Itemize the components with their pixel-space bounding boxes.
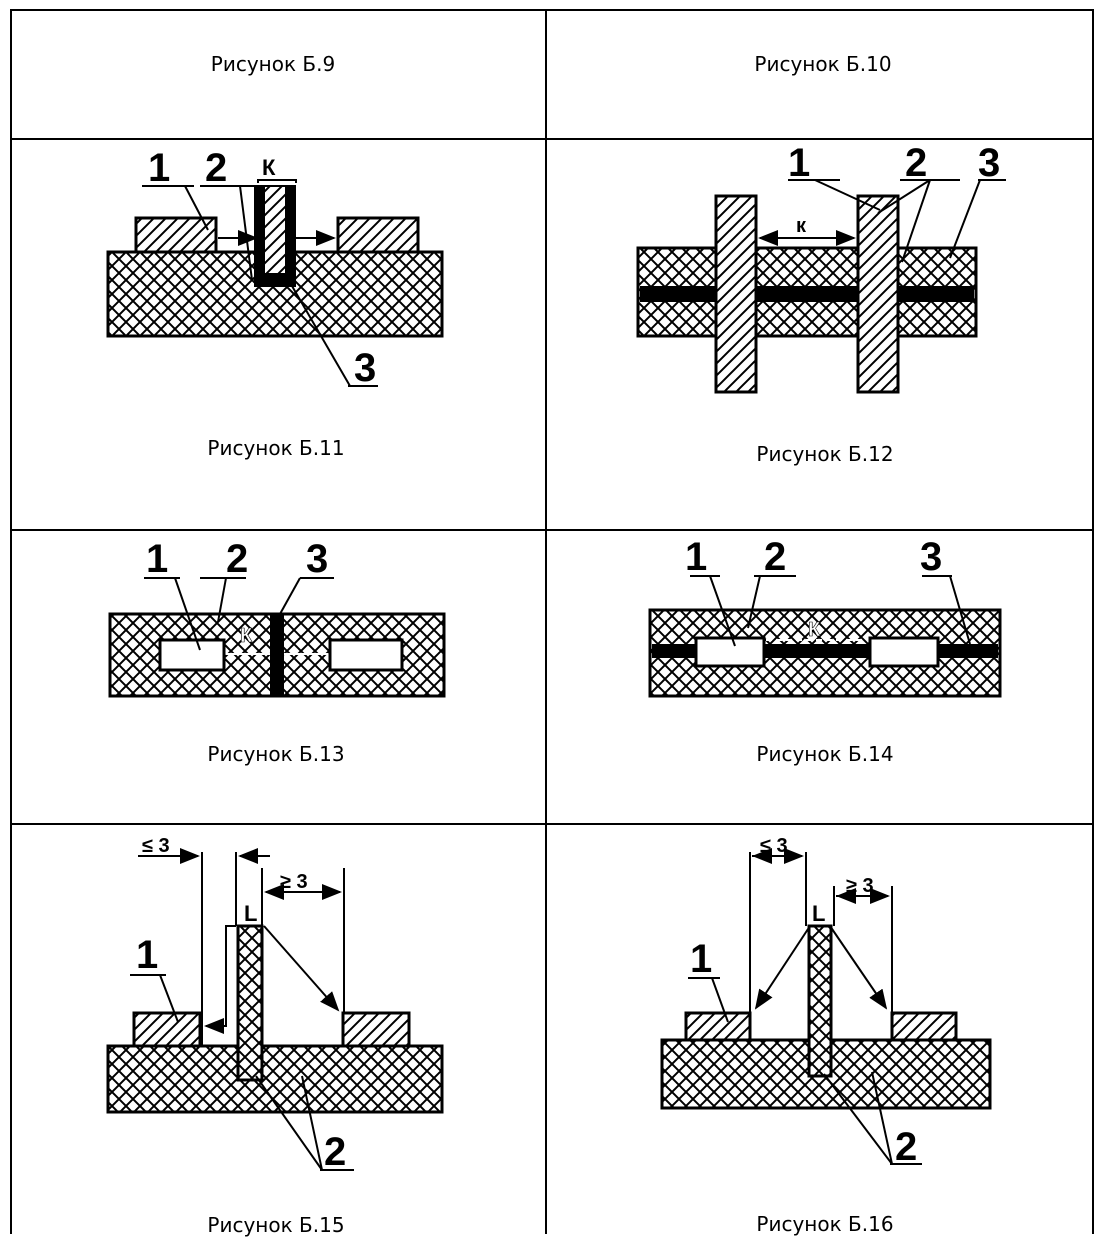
- fig16-label-2: 2: [895, 1125, 917, 1169]
- fig13-label-k: К: [240, 625, 253, 647]
- table-border-left: [10, 9, 12, 1234]
- fig11-label-k: К: [262, 155, 276, 180]
- caption-fig-11: Рисунок Б.11: [207, 436, 345, 460]
- fig14-label-k: К: [808, 619, 821, 641]
- fig12-label-3: 3: [978, 141, 1000, 185]
- fig15-label-L: L: [244, 901, 257, 926]
- table-row-divider-2: [10, 529, 1094, 531]
- fig12-label-k: к: [796, 215, 807, 237]
- caption-fig-9: Рисунок Б.9: [210, 52, 336, 76]
- fig12-label-2: 2: [905, 141, 927, 185]
- fig15-label-le3: ≤ 3: [142, 835, 170, 857]
- fig11-label-1: 1: [148, 146, 170, 190]
- fig11-label-3: 3: [354, 346, 376, 390]
- drawing-fig-15: [106, 848, 444, 1171]
- fig13-label-3: 3: [306, 537, 328, 581]
- fig15-label-1: 1: [136, 933, 158, 977]
- table-border-top: [10, 9, 1094, 11]
- fig14-label-2: 2: [764, 535, 786, 579]
- caption-fig-15: Рисунок Б.15: [207, 1213, 345, 1237]
- caption-fig-14: Рисунок Б.14: [756, 742, 894, 766]
- fig15-label-2: 2: [324, 1130, 346, 1174]
- table-column-divider: [545, 9, 547, 1234]
- caption-fig-16: Рисунок Б.16: [756, 1212, 894, 1236]
- fig12-label-1: 1: [788, 141, 810, 185]
- drawing-fig-16: [660, 848, 992, 1165]
- caption-fig-12: Рисунок Б.12: [756, 442, 894, 466]
- drawing-fig-13: [108, 577, 446, 698]
- fig14-label-3: 3: [920, 535, 942, 579]
- caption-fig-10: Рисунок Б.10: [754, 52, 892, 76]
- fig14-label-1: 1: [685, 535, 707, 579]
- fig15-label-ge3: ≥ 3: [280, 871, 308, 893]
- table-border-right: [1092, 9, 1094, 1234]
- drawing-fig-11: [106, 179, 444, 387]
- fig16-label-1: 1: [690, 937, 712, 981]
- table-row-divider-1: [10, 138, 1094, 140]
- table-row-divider-3: [10, 823, 1094, 825]
- fig13-label-2: 2: [226, 537, 248, 581]
- fig13-label-1: 1: [146, 537, 168, 581]
- drawing-fig-12: [636, 179, 1006, 394]
- fig11-label-2: 2: [205, 146, 227, 190]
- fig16-label-le3: ≤ 3: [760, 835, 788, 857]
- drawing-fig-14: [648, 575, 1002, 698]
- fig16-label-L: L: [812, 901, 825, 926]
- caption-fig-13: Рисунок Б.13: [207, 742, 345, 766]
- fig16-label-ge3: ≥ 3: [846, 875, 874, 897]
